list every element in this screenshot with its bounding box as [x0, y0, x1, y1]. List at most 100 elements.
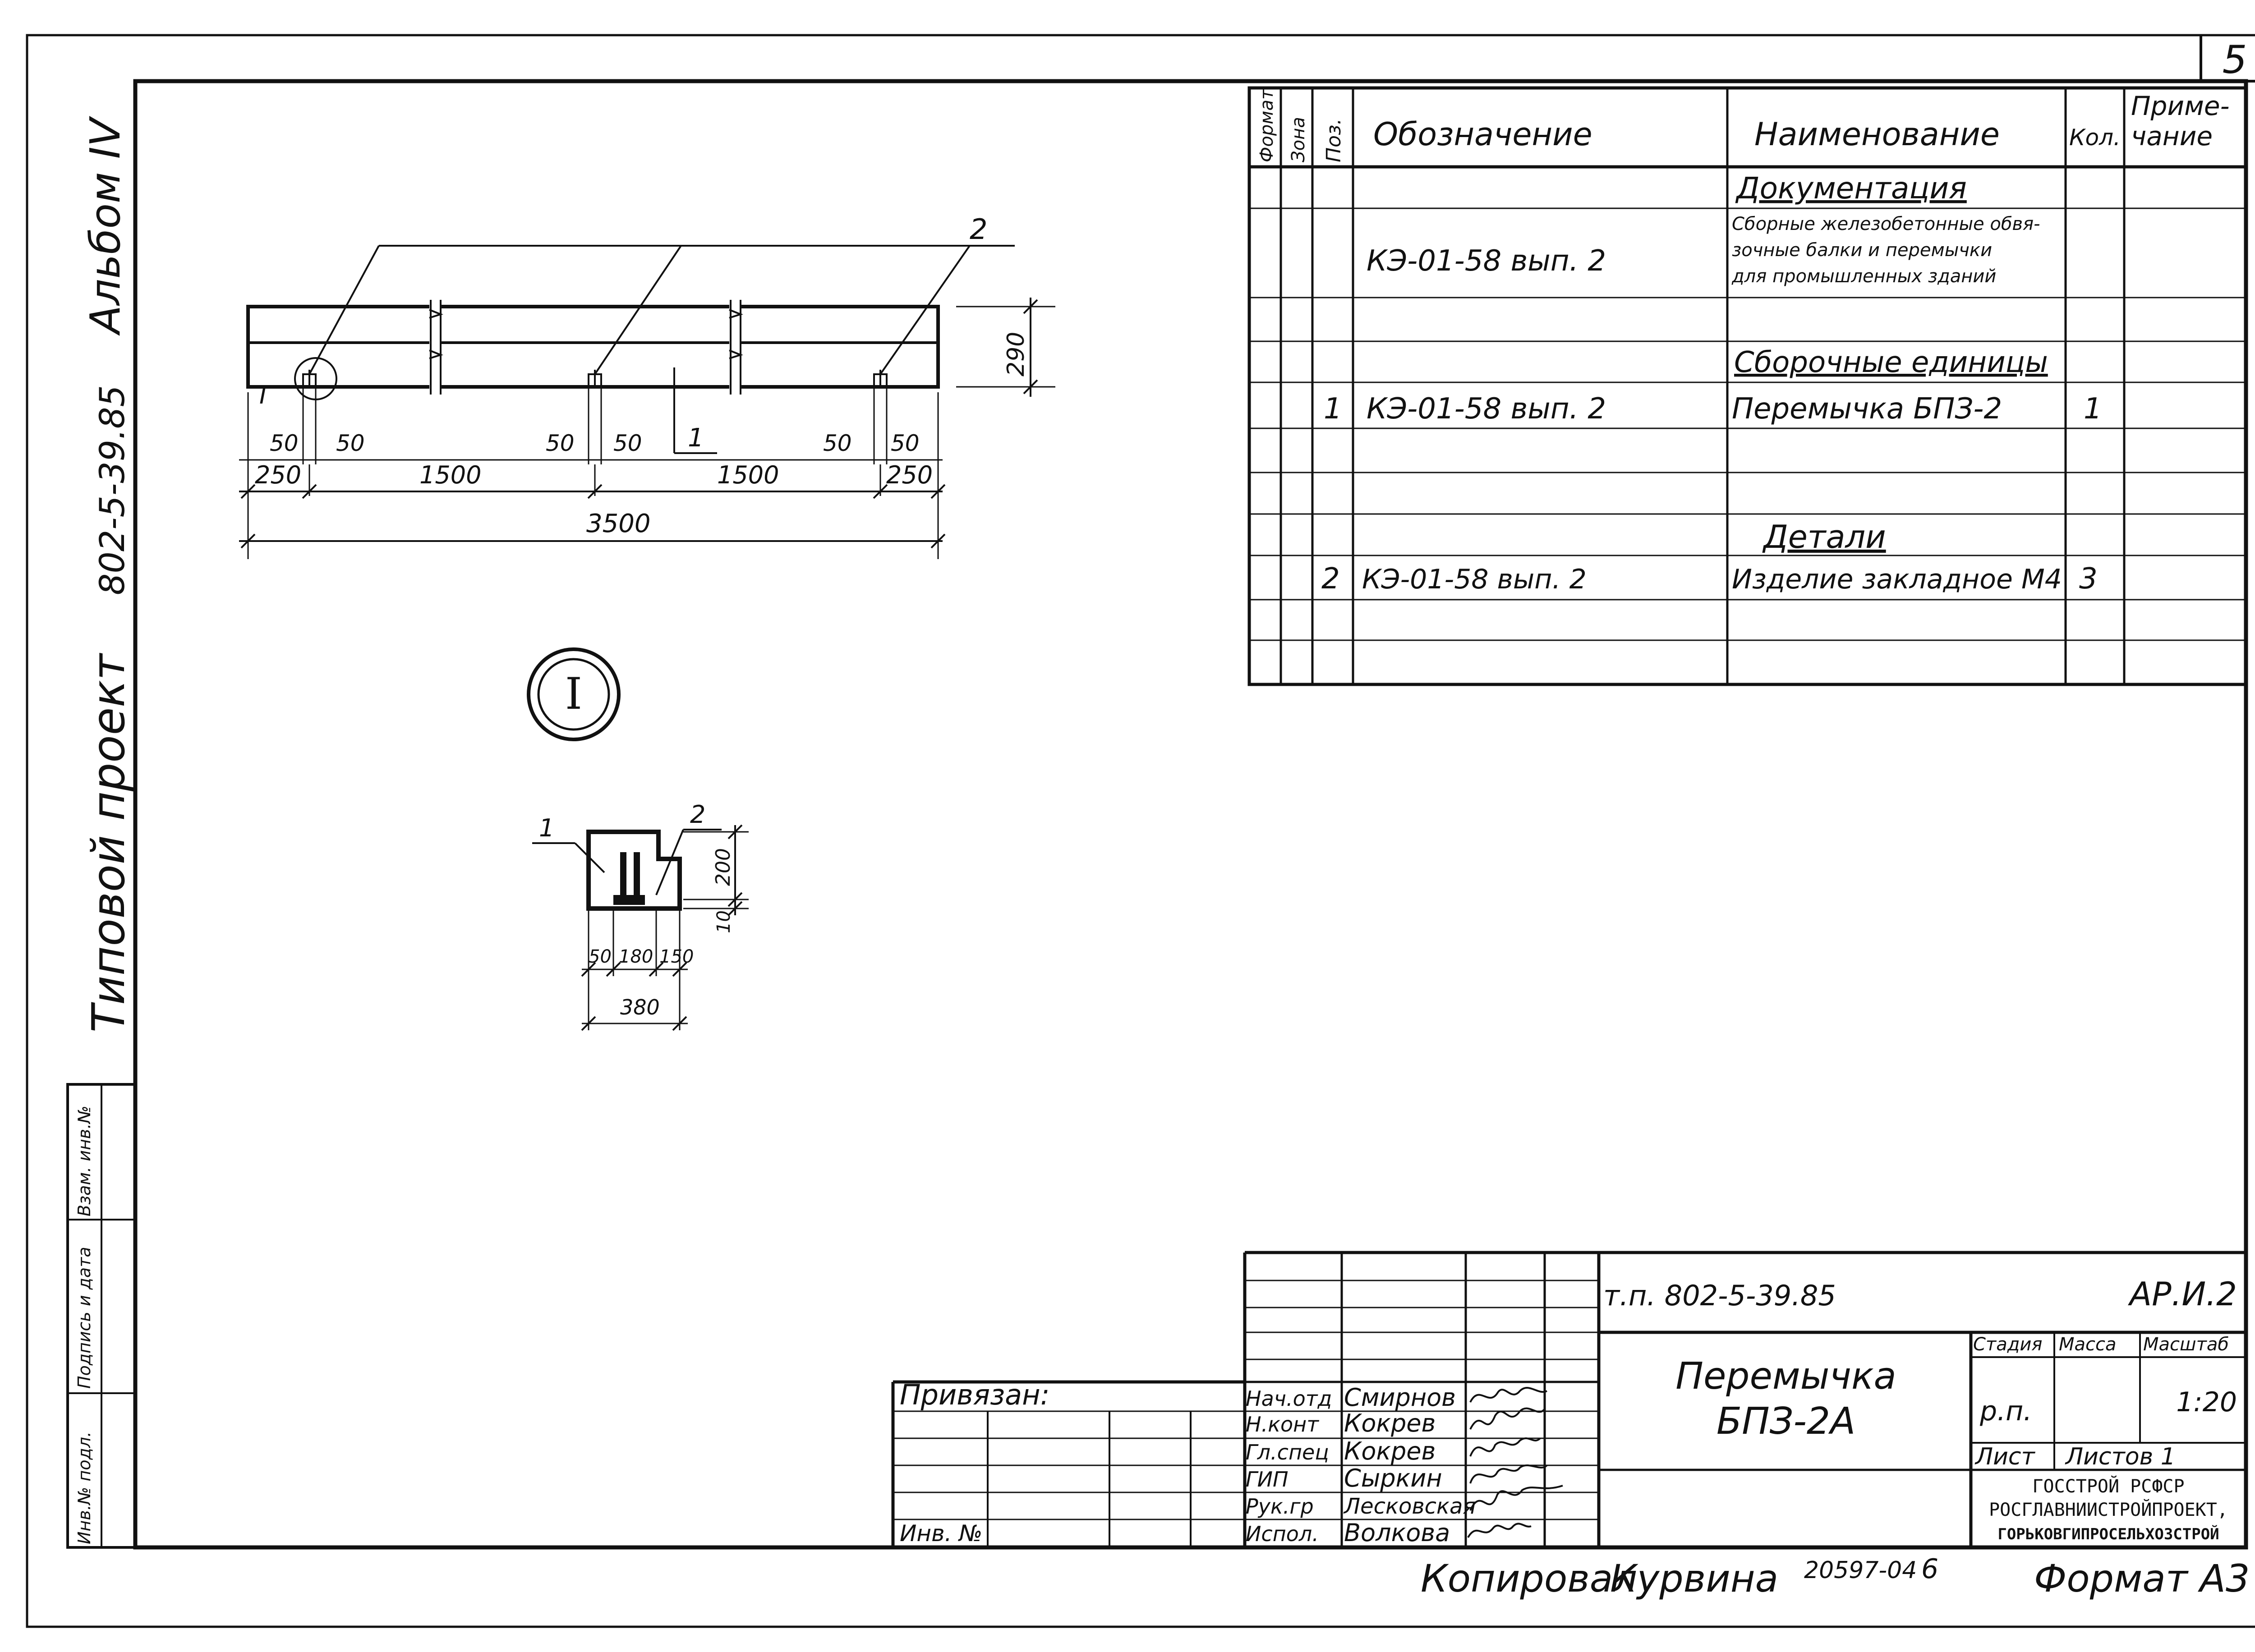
- row-assembly-qty: 1: [2084, 392, 2102, 426]
- row-details-name: Изделие закладное М4: [1732, 564, 2062, 595]
- section-assembly: Сборочные единицы: [1734, 346, 2048, 379]
- role-1: Нач.отд: [1246, 1386, 1332, 1411]
- row-assembly-designation: КЭ-01-58 вып. 2: [1367, 392, 1606, 426]
- project-code-side: 802-5-39.85: [92, 385, 132, 595]
- detail-i: I 1 2 200 10 50 180 150 380: [527, 647, 749, 1031]
- detail-dim-10: 10: [713, 910, 734, 933]
- row-details-qty: 3: [2079, 562, 2098, 596]
- stamp-replace-label: Взам. инв.№: [74, 1106, 94, 1216]
- role-3: Гл.спец: [1246, 1440, 1329, 1464]
- role-6: Испол.: [1246, 1522, 1319, 1546]
- row-assembly-name: Перемычка БПЗ-2: [1732, 392, 2002, 426]
- name-6: Волкова: [1344, 1519, 1450, 1547]
- role-5: Рук.гр: [1246, 1494, 1314, 1519]
- span-250-left: 250: [255, 461, 301, 489]
- beam-height-dim: 290: [1003, 332, 1030, 376]
- project-ref: т.п. 802-5-39.85: [1603, 1279, 1836, 1312]
- col-note-header-1: Приме-: [2131, 91, 2230, 121]
- scale-value: 1:20: [2176, 1386, 2237, 1418]
- beam-elevation: I 2 1 290 50 50 50 50 50 50: [239, 213, 1055, 559]
- scale-header: Масштаб: [2143, 1334, 2229, 1355]
- row-doc-designation: КЭ-01-58 вып. 2: [1367, 244, 1606, 278]
- name-2: Кокрев: [1344, 1409, 1436, 1437]
- detail-dim-200: 200: [712, 848, 735, 886]
- title-block: Привязан: Инв. № Нач.отд Смирнов Н.конт …: [891, 1251, 2246, 1547]
- dim-50-f: 50: [891, 430, 920, 456]
- sheets-label: Листов 1: [2065, 1443, 2176, 1470]
- sheet-code: АР.И.2: [2128, 1275, 2237, 1313]
- mass-header: Масса: [2059, 1334, 2117, 1355]
- org-line-1: ГОССТРОЙ РСФСР: [2032, 1475, 2184, 1497]
- attached-label: Привязан:: [900, 1378, 1050, 1411]
- col-note-header-2: чание: [2131, 121, 2213, 151]
- format-label: Формат А3: [2034, 1556, 2250, 1601]
- section-documentation: Документация: [1735, 171, 1967, 206]
- col-name-header: Наименование: [1754, 116, 2000, 153]
- footer: Копировал Курвина 20597-04 6 Формат А3: [1421, 1553, 2250, 1601]
- detail-dim-180: 180: [619, 946, 653, 967]
- section-details: Детали: [1762, 519, 1886, 555]
- role-4: ГИП: [1246, 1467, 1289, 1491]
- order-number: 20597-04: [1804, 1557, 1917, 1584]
- name-3: Кокрев: [1344, 1437, 1436, 1465]
- detail-title-circle: [527, 647, 621, 741]
- overall-length-dim: 3500: [586, 509, 651, 538]
- dim-50-a: 50: [270, 430, 299, 456]
- span-250-right: 250: [886, 461, 933, 489]
- specification-table: Формат Зона Поз. Обозначение Наименовани…: [1247, 86, 2248, 686]
- dim-50-d: 50: [613, 430, 642, 456]
- row-details-designation: КЭ-01-58 вып. 2: [1362, 564, 1587, 595]
- copied-label: Копировал: [1421, 1556, 1637, 1601]
- album-label: Альбом IV: [81, 115, 129, 336]
- sheet-label: Лист: [1974, 1443, 2035, 1470]
- signatures: [1467, 1387, 1563, 1538]
- title-line-1: Перемычка: [1675, 1355, 1896, 1398]
- beam-callout-1: 1: [688, 423, 704, 453]
- beam-callout-2: 2: [970, 213, 987, 246]
- copier-name: Курвина: [1610, 1556, 1778, 1601]
- row-doc-name-2: зочные балки и перемычки: [1732, 240, 1992, 261]
- row-details-pos: 2: [1321, 562, 1340, 596]
- stamp-inv-label: Инв.№ подл.: [74, 1432, 94, 1544]
- col-pos-header: Поз.: [1322, 119, 1345, 162]
- col-format-header: Формат: [1256, 88, 1277, 162]
- name-4: Сыркин: [1344, 1464, 1442, 1492]
- org-line-3: ГОРЬКОВГИПРОСЕЛЬХОЗСТРОЙ: [1997, 1525, 2219, 1543]
- detail-callout-2: 2: [690, 800, 705, 829]
- name-1: Смирнов: [1344, 1383, 1456, 1412]
- drawing-frame: [133, 79, 2248, 1550]
- role-2: Н.конт: [1246, 1412, 1319, 1436]
- col-qty-header: Кол.: [2069, 124, 2121, 151]
- dim-50-b: 50: [336, 430, 365, 456]
- detail-title: I: [565, 669, 582, 719]
- outer-frame: [26, 34, 2255, 1628]
- detail-dim-380: 380: [620, 995, 660, 1019]
- detail-dim-50: 50: [589, 946, 612, 967]
- org-line-2: РОСГЛАВНИИСТРОЙПРОЕКТ,: [1989, 1499, 2228, 1520]
- title-line-2: БПЗ-2А: [1717, 1400, 1855, 1443]
- detail-marker-label: I: [259, 381, 267, 409]
- sheet-number-box: [2200, 35, 2255, 83]
- name-5: Лесковская: [1343, 1494, 1476, 1519]
- footer-sheet-num: 6: [1921, 1553, 1938, 1585]
- col-designation-header: Обозначение: [1373, 116, 1592, 153]
- inv-number-label: Инв. №: [900, 1520, 982, 1546]
- span-1500-left: 1500: [419, 461, 481, 489]
- dim-50-e: 50: [823, 430, 852, 456]
- embedded-plate: [613, 895, 645, 905]
- col-zone-header: Зона: [1288, 117, 1309, 162]
- stage-header: Стадия: [1973, 1334, 2042, 1355]
- sheet-number: 5: [2223, 37, 2247, 83]
- span-1500-right: 1500: [717, 461, 779, 489]
- project-label-side: Типовой проект: [82, 653, 135, 1032]
- row-doc-name-3: для промышленных зданий: [1731, 266, 1996, 287]
- stamp-sign-label: Подпись и дата: [74, 1247, 94, 1389]
- detail-callout-1: 1: [539, 814, 554, 842]
- left-stamp-strip: Инв.№ подл. Подпись и дата Взам. инв.№: [66, 1083, 137, 1549]
- dim-50-c: 50: [546, 430, 575, 456]
- row-assembly-pos: 1: [1324, 392, 1342, 426]
- detail-dim-150: 150: [659, 946, 694, 967]
- row-doc-name-1: Сборные железобетонные обвя-: [1732, 214, 2040, 234]
- section-profile: [586, 830, 682, 911]
